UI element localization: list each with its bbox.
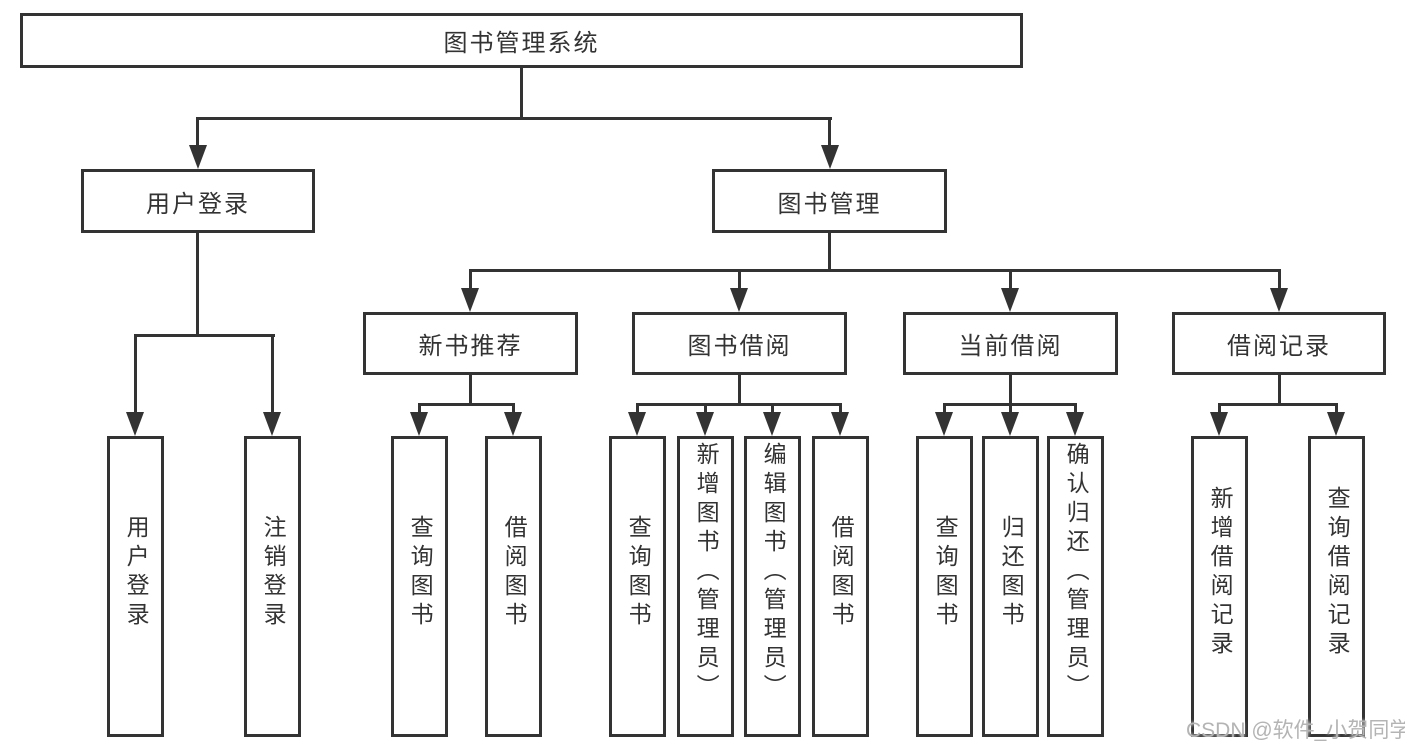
- leaf-label: 借阅图书: [828, 514, 855, 631]
- arrowhead-down-icon: [410, 412, 428, 436]
- node-label: 借阅记录: [1227, 333, 1331, 360]
- leaf-label: 新增图书（管理员）: [693, 442, 720, 703]
- leaf-label: 归还图书: [998, 514, 1025, 631]
- connector-vline: [1074, 403, 1077, 416]
- connector-vline: [943, 403, 946, 416]
- leaf-label: 新增借阅记录: [1207, 485, 1234, 660]
- node-label: 用户登录: [146, 190, 250, 218]
- arrowhead-down-icon: [1066, 412, 1084, 436]
- arrowhead-down-icon: [696, 412, 714, 436]
- arrowhead-down-icon: [504, 412, 522, 436]
- arrowhead-down-icon: [730, 288, 748, 312]
- connector-vline: [771, 403, 774, 416]
- connector-vline: [828, 233, 831, 272]
- connector-vline: [418, 403, 421, 416]
- connector-vline: [839, 403, 842, 416]
- connector-vline: [134, 334, 137, 416]
- leaf-query-books-current: 查询图书: [916, 436, 973, 737]
- arrowhead-down-icon: [763, 412, 781, 436]
- csdn-watermark: CSDN @软件_小贺同学: [1186, 719, 1405, 742]
- leaf-borrow-books-recommend: 借阅图书: [485, 436, 542, 737]
- connector-vline: [196, 117, 199, 148]
- connector-vline: [1335, 403, 1338, 416]
- connector-hline: [636, 403, 842, 406]
- arrowhead-down-icon: [1327, 412, 1345, 436]
- connector-vline: [1009, 269, 1012, 291]
- node-label: 当前借阅: [958, 333, 1063, 360]
- node-label: 新书推荐: [418, 333, 523, 360]
- arrowhead-down-icon: [1210, 412, 1228, 436]
- connector-hline: [1218, 403, 1338, 406]
- node-new-book-recommend: 新书推荐: [363, 312, 578, 375]
- node-book-borrowing: 图书借阅: [632, 312, 847, 375]
- leaf-edit-books-admin: 编辑图书（管理员）: [744, 436, 801, 737]
- leaf-borrow-books: 借阅图书: [812, 436, 869, 737]
- connector-vline: [1278, 375, 1281, 406]
- leaf-query-books-borrowing: 查询图书: [609, 436, 666, 737]
- connector-vline: [738, 375, 741, 406]
- arrowhead-down-icon: [1001, 288, 1019, 312]
- arrowhead-down-icon: [1001, 412, 1019, 436]
- node-label: 图书管理: [777, 190, 882, 218]
- node-user-login: 用户登录: [81, 169, 315, 233]
- connector-vline: [828, 117, 831, 148]
- connector-vline: [271, 334, 274, 416]
- arrowhead-down-icon: [821, 145, 839, 169]
- leaf-label: 查询图书: [932, 514, 959, 631]
- connector-hline: [469, 269, 1281, 272]
- leaf-add-books-admin: 新增图书（管理员）: [677, 436, 734, 737]
- arrowhead-down-icon: [1270, 288, 1288, 312]
- connector-vline: [469, 269, 472, 291]
- arrowhead-down-icon: [126, 412, 144, 436]
- leaf-add-borrow-record: 新增借阅记录: [1191, 436, 1248, 737]
- connector-vline: [1009, 375, 1012, 406]
- arrowhead-down-icon: [628, 412, 646, 436]
- leaf-label: 确认归还（管理员）: [1063, 442, 1090, 703]
- node-label: 图书管理系统: [443, 30, 600, 57]
- connector-vline: [738, 269, 741, 291]
- arrowhead-down-icon: [189, 145, 207, 169]
- leaf-label: 查询图书: [625, 514, 652, 631]
- connector-vline: [1218, 403, 1221, 416]
- arrowhead-down-icon: [935, 412, 953, 436]
- leaf-return-books: 归还图书: [982, 436, 1039, 737]
- node-label: 图书借阅: [687, 333, 792, 360]
- leaf-label: 查询借阅记录: [1324, 485, 1351, 660]
- leaf-label: 编辑图书（管理员）: [760, 442, 787, 703]
- connector-vline: [636, 403, 639, 416]
- leaf-logout: 注销登录: [244, 436, 301, 737]
- node-library-management-system: 图书管理系统: [20, 13, 1023, 68]
- connector-hline: [134, 334, 275, 337]
- leaf-user-login: 用户登录: [107, 436, 164, 737]
- leaf-confirm-return-admin: 确认归还（管理员）: [1047, 436, 1104, 737]
- leaf-label: 用户登录: [123, 514, 150, 631]
- node-current-borrowing: 当前借阅: [903, 312, 1118, 375]
- connector-vline: [469, 375, 472, 406]
- arrowhead-down-icon: [263, 412, 281, 436]
- node-book-management: 图书管理: [712, 169, 947, 233]
- leaf-label: 查询图书: [407, 514, 434, 631]
- leaf-query-borrow-record: 查询借阅记录: [1308, 436, 1365, 737]
- connector-vline: [512, 403, 515, 416]
- arrowhead-down-icon: [831, 412, 849, 436]
- connector-vline: [1278, 269, 1281, 291]
- leaf-label: 注销登录: [260, 514, 287, 631]
- connector-vline: [704, 403, 707, 416]
- connector-hline: [196, 117, 832, 120]
- connector-hline: [418, 403, 515, 406]
- arrowhead-down-icon: [461, 288, 479, 312]
- leaf-label: 借阅图书: [501, 514, 528, 631]
- connector-vline: [1009, 403, 1012, 416]
- node-borrowing-records: 借阅记录: [1172, 312, 1386, 375]
- leaf-query-books-recommend: 查询图书: [391, 436, 448, 737]
- connector-vline: [520, 68, 523, 120]
- connector-vline: [196, 233, 199, 337]
